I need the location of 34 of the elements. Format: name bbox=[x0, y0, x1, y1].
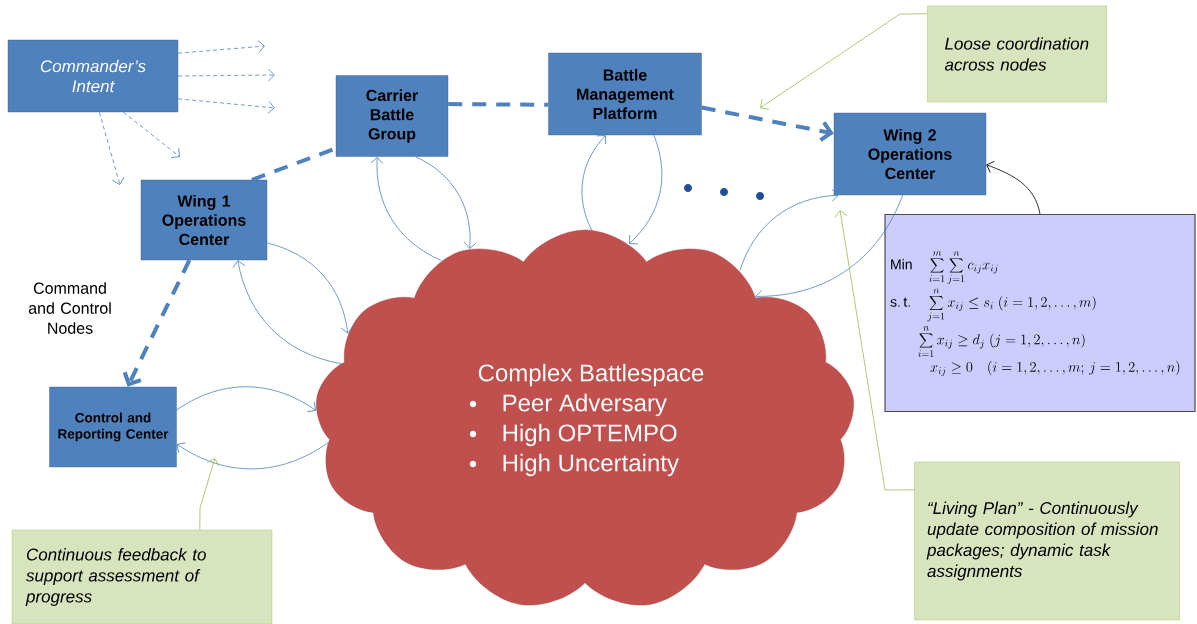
arrow bbox=[122, 111, 180, 159]
callout-box: Loose coordination across nodes bbox=[927, 5, 1107, 103]
arrow bbox=[415, 156, 477, 249]
arrow bbox=[986, 160, 1041, 215]
arrow bbox=[177, 40, 265, 54]
node-box: Battle Management Platform bbox=[548, 52, 702, 136]
arrow bbox=[701, 105, 834, 142]
arrow bbox=[755, 194, 904, 303]
side-label: Command and Control Nodes bbox=[28, 282, 111, 334]
formula-box: $\mathrm{Min}\quad \sum_{i=1}^{m}\sum_{j=1}^{n} c_{ij}x_{ij}$ $\mathrm{s.\,t.}\quad \sum_{j=1}^{n} x_{ij} \le s_i \; (i=1,2,\ldots,m)$ $\sum_{i=1}^{n} x_{ij} \ge d_j \; (j=1,2,\ldots,n)$ $x_{ij} \ge 0 \quad (i=1,2,\ldots,m;\, j=1,2,\ldots,n)$ bbox=[884, 213, 1196, 413]
arrow bbox=[739, 189, 839, 271]
battlespace-cloud: Complex Battlespace Peer Adversary High OPTEMPO High Uncertainty bbox=[316, 229, 854, 606]
intent-box: Commander’s Intent bbox=[7, 39, 179, 113]
leader-line bbox=[834, 210, 915, 491]
leader-line bbox=[199, 458, 220, 531]
arrow bbox=[581, 135, 607, 231]
leader-line bbox=[760, 13, 928, 110]
arrow bbox=[122, 259, 192, 387]
node-box: Control and Reporting Center bbox=[49, 386, 177, 468]
arrow bbox=[177, 98, 275, 114]
connector-line bbox=[448, 102, 549, 107]
arrow bbox=[176, 386, 317, 413]
arrow bbox=[98, 111, 125, 185]
node-box: Wing 1 Operations Center bbox=[140, 179, 268, 261]
callout-box: “Living Plan” - Continuously update composition of mission packages; dynamic task assignments bbox=[914, 461, 1180, 621]
arrow bbox=[266, 242, 354, 334]
arrow bbox=[232, 260, 342, 365]
arrow bbox=[370, 156, 442, 261]
node-box: Wing 2 Operations Center bbox=[833, 112, 987, 196]
callout-box: Continuous feedback to support assessment of progress bbox=[11, 529, 273, 624]
arrow bbox=[628, 134, 663, 245]
arrow bbox=[177, 68, 275, 82]
arrow bbox=[176, 442, 329, 470]
node-box: Carrier Battle Group bbox=[335, 75, 449, 157]
